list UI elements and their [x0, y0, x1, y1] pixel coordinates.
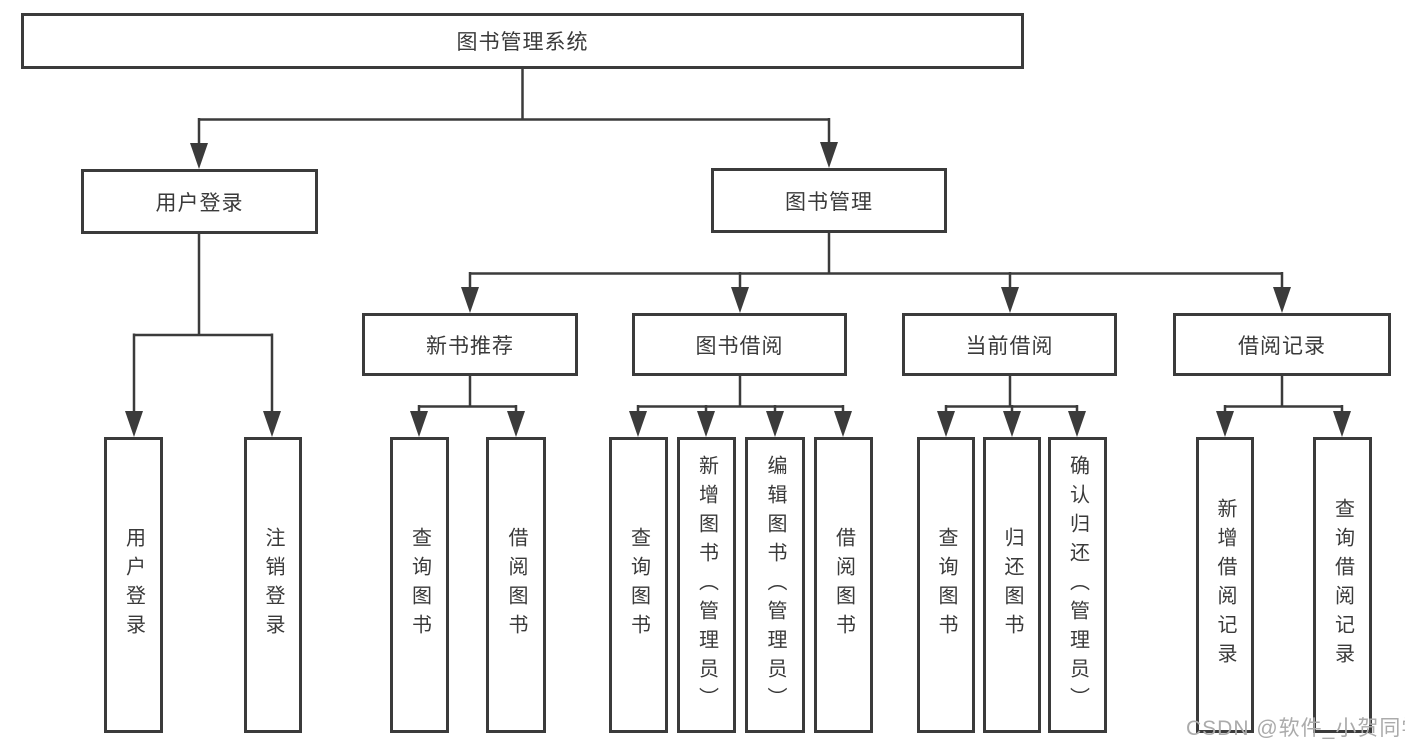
node-label: 查询图书	[627, 527, 650, 643]
node-borrow-books-action: 借阅图书	[814, 437, 873, 733]
node-confirm-return-admin: 确认归还（管理员）	[1048, 437, 1107, 733]
node-search-books-current: 查询图书	[917, 437, 975, 733]
node-label: 图书管理	[785, 190, 873, 214]
node-label: 新增图书（管理员）	[695, 454, 718, 716]
node-edit-books-admin: 编辑图书（管理员）	[745, 437, 805, 733]
node-return-books: 归还图书	[983, 437, 1041, 733]
watermark: CSDN @软件_小贺同学	[1186, 717, 1405, 740]
node-borrow-books-recommend: 借阅图书	[486, 437, 546, 733]
arrowhead-group	[125, 142, 1351, 437]
node-label: 借阅记录	[1238, 334, 1326, 358]
node-add-books-admin: 新增图书（管理员）	[677, 437, 736, 733]
node-label: 新增借阅记录	[1214, 498, 1236, 672]
node-add-borrow-record: 新增借阅记录	[1196, 437, 1254, 733]
node-label: 查询图书	[935, 527, 957, 643]
node-search-books-recommend: 查询图书	[390, 437, 449, 733]
node-search-books-borrowing: 查询图书	[609, 437, 668, 733]
node-label: 图书借阅	[695, 334, 784, 358]
node-label: 借阅图书	[505, 527, 527, 643]
node-user-login: 用户登录	[81, 169, 318, 234]
node-book-borrowing: 图书借阅	[632, 313, 847, 376]
node-search-borrow-record: 查询借阅记录	[1313, 437, 1372, 733]
node-label: 编辑图书（管理员）	[764, 454, 786, 716]
node-new-book-recommend: 新书推荐	[362, 313, 578, 376]
node-borrowing-records: 借阅记录	[1173, 313, 1391, 376]
node-logout-action: 注销登录	[244, 437, 302, 733]
node-label: 确认归还（管理员）	[1066, 454, 1089, 716]
node-current-borrowing: 当前借阅	[902, 313, 1117, 376]
node-label: 新书推荐	[426, 334, 514, 358]
node-label: 用户登录	[122, 527, 145, 643]
node-book-management: 图书管理	[711, 168, 947, 233]
node-label: 图书管理系统	[456, 31, 589, 54]
connector-line-group	[132, 69, 1344, 418]
node-library-system: 图书管理系统	[21, 13, 1024, 69]
node-user-login-action: 用户登录	[104, 437, 163, 733]
node-label: 当前借阅	[965, 334, 1054, 358]
node-label: 查询图书	[408, 527, 431, 643]
node-label: 用户登录	[155, 191, 244, 215]
node-label: 查询借阅记录	[1331, 498, 1354, 672]
node-label: 注销登录	[262, 527, 284, 643]
node-label: 借阅图书	[832, 527, 855, 643]
node-label: 归还图书	[1001, 527, 1023, 643]
